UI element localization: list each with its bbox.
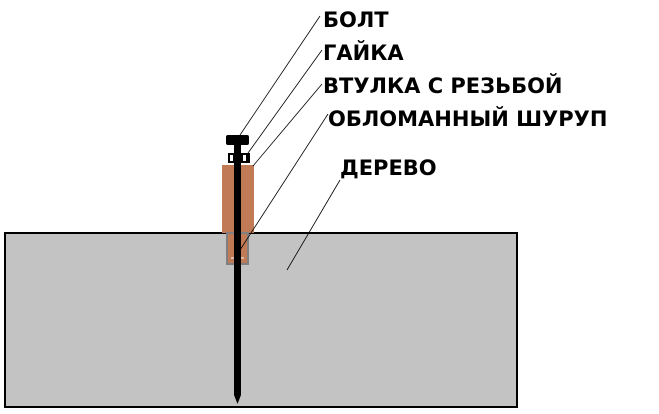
screw-tip: [234, 395, 241, 404]
nut: [228, 153, 250, 163]
label-nut: ГАЙКА: [323, 40, 404, 65]
label-wood: ДЕРЕВО: [340, 156, 437, 180]
bolt-shaft: [234, 135, 241, 395]
label-sleeve: ВТУЛКА С РЕЗЬБОЙ: [323, 73, 563, 98]
leader-lines: [239, 15, 341, 271]
bolt-head: [226, 135, 249, 145]
label-bolt: БОЛТ: [323, 8, 389, 32]
label-screw: ОБЛОМАННЫЙ ШУРУП: [328, 106, 607, 131]
wood-block: [4, 232, 518, 408]
